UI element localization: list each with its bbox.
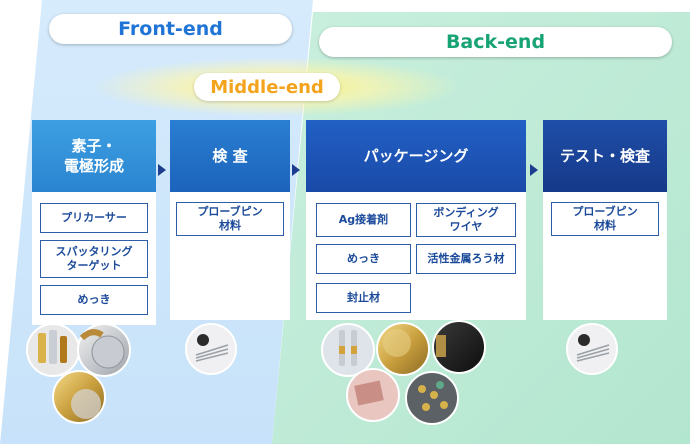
ag-adhesive-syringe-photo bbox=[321, 323, 375, 377]
item-precursor: プリカーサー bbox=[40, 203, 148, 233]
probe-pin-photo bbox=[185, 323, 237, 375]
front-end-label: Front-end bbox=[49, 14, 292, 44]
item-bonding-wire: ボンディングワイヤ bbox=[416, 203, 516, 237]
item-probe-pin-material: プローブピン材料 bbox=[176, 202, 284, 236]
column-test-inspection: テスト・検査 プローブピン材料 bbox=[543, 120, 667, 320]
item-probe-pin-material: プローブピン材料 bbox=[551, 202, 659, 236]
plating-parts-photo bbox=[405, 371, 459, 425]
back-end-label: Back-end bbox=[319, 27, 672, 57]
sputtering-target-photo bbox=[77, 323, 131, 377]
column-device-electrode: 素子・電極形成 プリカーサー スパッタリングターゲット めっき bbox=[32, 120, 156, 325]
item-encapsulant: 封止材 bbox=[316, 283, 411, 313]
brazing-sheet-photo bbox=[346, 368, 400, 422]
middle-end-label: Middle-end bbox=[194, 73, 340, 101]
encapsulant-photo bbox=[432, 320, 486, 374]
item-active-metal-brazing: 活性金属ろう材 bbox=[416, 244, 516, 274]
probe-pin-photo bbox=[566, 323, 618, 375]
bonding-wire-photo bbox=[376, 322, 430, 376]
precursor-bottles-photo bbox=[26, 323, 80, 377]
column-title: 素子・電極形成 bbox=[32, 120, 156, 192]
column-title: 検 査 bbox=[170, 120, 290, 192]
flow-arrow bbox=[292, 164, 300, 176]
item-plating: めっき bbox=[40, 285, 148, 315]
column-title: パッケージング bbox=[306, 120, 526, 192]
flow-arrow bbox=[530, 164, 538, 176]
column-inspection: 検 査 プローブピン材料 bbox=[170, 120, 290, 320]
item-sputtering-target: スパッタリングターゲット bbox=[40, 240, 148, 278]
gold-plating-photo bbox=[52, 370, 106, 424]
item-ag-adhesive: Ag接着剤 bbox=[316, 203, 411, 237]
column-packaging: パッケージング Ag接着剤 ボンディングワイヤ めっき 活性金属ろう材 封止材 bbox=[306, 120, 526, 320]
flow-arrow bbox=[158, 164, 166, 176]
item-plating: めっき bbox=[316, 244, 411, 274]
column-title: テスト・検査 bbox=[543, 120, 667, 192]
